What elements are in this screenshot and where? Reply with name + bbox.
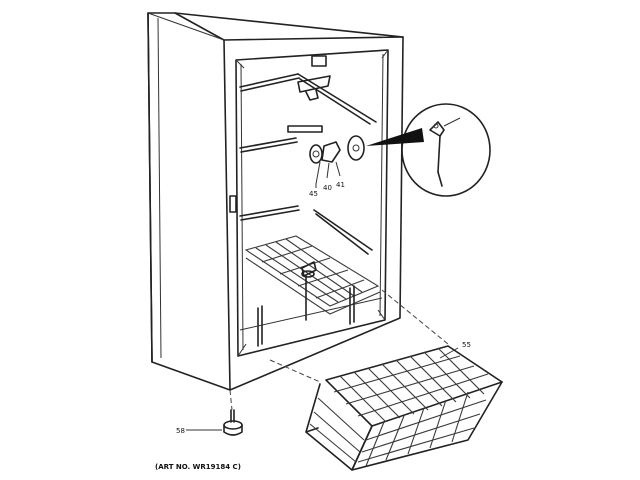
cabinet [147, 12, 404, 391]
shelf-top [239, 73, 377, 125]
thermostat-assembly [309, 135, 365, 185]
callout-40: 40 [323, 184, 332, 192]
floor-wire-rack [239, 235, 383, 347]
leader-lines [186, 184, 459, 431]
art-number: (ART NO. WR19184 C) [155, 463, 241, 471]
leveling-leg [223, 409, 243, 436]
shelf-middle [239, 125, 323, 153]
callout-41: 41 [336, 181, 345, 189]
top-fixture [297, 55, 331, 101]
freezer-basket [305, 345, 503, 471]
callout-45: 45 [309, 190, 318, 198]
assembly-guide-lines [229, 289, 449, 411]
inner-liner [235, 49, 389, 357]
callout-58: 58 [176, 427, 185, 435]
detail-magnifier [366, 103, 491, 197]
door-hinge [229, 195, 237, 213]
callout-55: 55 [462, 341, 471, 349]
shelf-lower [239, 205, 373, 255]
